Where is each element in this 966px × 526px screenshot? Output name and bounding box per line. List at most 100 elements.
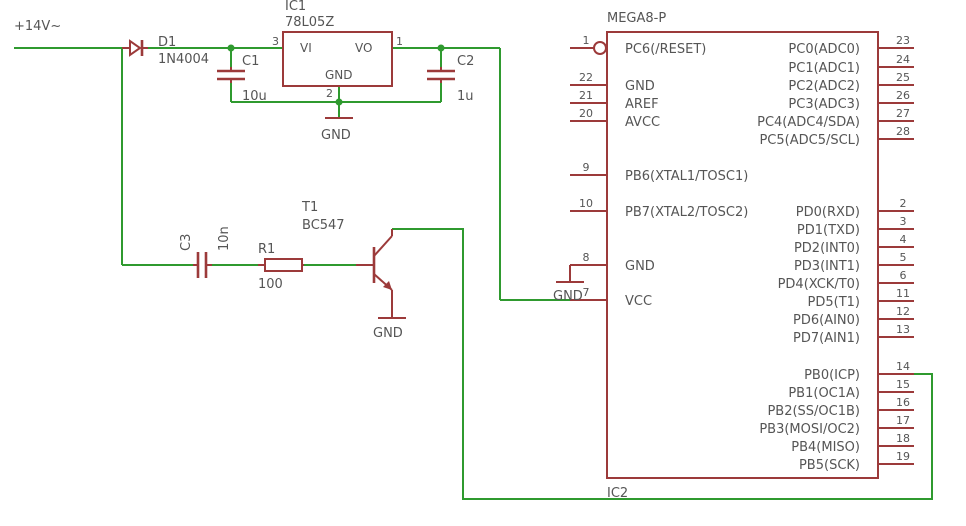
pin-number: 27 xyxy=(896,107,910,120)
pin-number: 14 xyxy=(896,360,910,373)
inversion-bubble xyxy=(593,41,607,55)
pin-number: 7 xyxy=(583,286,590,299)
pin-number: 24 xyxy=(896,53,910,66)
ic1-pin1-number: 1 xyxy=(396,35,403,48)
capacitor-c2: C2 1u xyxy=(427,54,474,104)
diode-symbol xyxy=(129,39,142,57)
pin-number: 13 xyxy=(896,323,910,336)
pin-label: PC0(ADC0) xyxy=(788,42,860,57)
supply-label: +14V~ xyxy=(14,19,61,34)
transistor-emitter-arrow xyxy=(383,281,392,290)
resistor-r1: R1 100 xyxy=(258,242,304,292)
regulator-body xyxy=(282,31,393,87)
pin-label: PB5(SCK) xyxy=(799,458,860,473)
pin-number: 9 xyxy=(583,161,590,174)
pin-number: 11 xyxy=(896,287,910,300)
pin-number: 26 xyxy=(896,89,910,102)
wire-collector-to-icp xyxy=(392,228,933,500)
c2-value: 1u xyxy=(457,89,474,104)
pin-number: 17 xyxy=(896,414,910,427)
pin-label: PD0(RXD) xyxy=(796,205,860,220)
ground-label: GND xyxy=(321,128,351,143)
pin-label: PC5(ADC5/SCL) xyxy=(759,133,860,148)
pin-label: PC4(ADC4/SDA) xyxy=(757,115,860,130)
ground-symbol: GND xyxy=(321,117,353,143)
pin-number: 16 xyxy=(896,396,910,409)
wires xyxy=(14,44,933,500)
pin-label: PD5(T1) xyxy=(808,295,860,310)
pin-number: 19 xyxy=(896,450,910,463)
pin-label: PD6(AIN0) xyxy=(793,313,860,328)
pin-label: PB1(OC1A) xyxy=(788,386,860,401)
ic2-value: MEGA8-P xyxy=(607,11,666,26)
transistor-collector xyxy=(373,235,393,257)
pin-label: PD1(TXD) xyxy=(797,223,860,238)
pin-label: PD7(AIN1) xyxy=(793,331,860,346)
pin-label: AVCC xyxy=(625,115,660,130)
t1-name: T1 xyxy=(301,200,318,215)
r1-name: R1 xyxy=(258,242,275,257)
pin-label: PC2(ADC2) xyxy=(788,79,860,94)
pin-number: 18 xyxy=(896,432,910,445)
pin-label: PC3(ADC3) xyxy=(788,97,860,112)
junction-dot xyxy=(227,44,235,52)
pin-label: PD3(INT1) xyxy=(794,259,860,274)
pin-number: 10 xyxy=(579,197,593,210)
ic1-pin-vi: VI xyxy=(300,41,312,55)
pin-number: 2 xyxy=(900,197,907,210)
microcontroller-ic2: MEGA8-P IC2 1PC6(/RESET)22GND21AREF20AVC… xyxy=(553,11,914,501)
r1-value: 100 xyxy=(258,277,283,292)
pin-number: 28 xyxy=(896,125,910,138)
pin-number: 8 xyxy=(583,251,590,264)
ic1-pin-gnd: GND xyxy=(325,68,353,82)
pin-number: 3 xyxy=(900,215,907,228)
ic1-pin2-number: 2 xyxy=(326,87,333,100)
t1-value: BC547 xyxy=(302,218,345,233)
pin-number: 1 xyxy=(583,34,590,47)
c3-name: C3 xyxy=(179,234,194,251)
pin-label: GND xyxy=(625,259,655,274)
d1-name: D1 xyxy=(158,35,176,50)
pin-label: PD2(INT0) xyxy=(794,241,860,256)
ic1-value: 78L05Z xyxy=(285,15,334,30)
ic2-left-pins: 1PC6(/RESET)22GND21AREF20AVCC9PB6(XTAL1/… xyxy=(570,34,748,309)
c1-name: C1 xyxy=(242,54,259,69)
pin-label: PB4(MISO) xyxy=(791,440,860,455)
pin-label: GND xyxy=(625,79,655,94)
junction-dot xyxy=(437,44,445,52)
pin-label: PB0(ICP) xyxy=(804,368,860,383)
pin-label: PB3(MOSI/OC2) xyxy=(759,422,860,437)
ic1-name: IC1 xyxy=(285,0,306,14)
d1-value: 1N4004 xyxy=(158,52,209,67)
c1-value: 10u xyxy=(242,89,267,104)
capacitor-c3: C3 10n xyxy=(179,226,232,278)
pin-number: 25 xyxy=(896,71,910,84)
capacitor-c1: C1 10u xyxy=(217,54,267,104)
ic2-body xyxy=(606,31,879,479)
pin-label: PB7(XTAL2/TOSC2) xyxy=(625,205,748,220)
ic2-right-pins: 23PC0(ADC0)24PC1(ADC1)25PC2(ADC2)26PC3(A… xyxy=(757,34,914,473)
pin-number: 12 xyxy=(896,305,910,318)
ic1-pin-vo: VO xyxy=(355,41,372,55)
ic1-pin3-number: 3 xyxy=(272,35,279,48)
transistor-t1: T1 BC547 GND xyxy=(301,200,406,341)
